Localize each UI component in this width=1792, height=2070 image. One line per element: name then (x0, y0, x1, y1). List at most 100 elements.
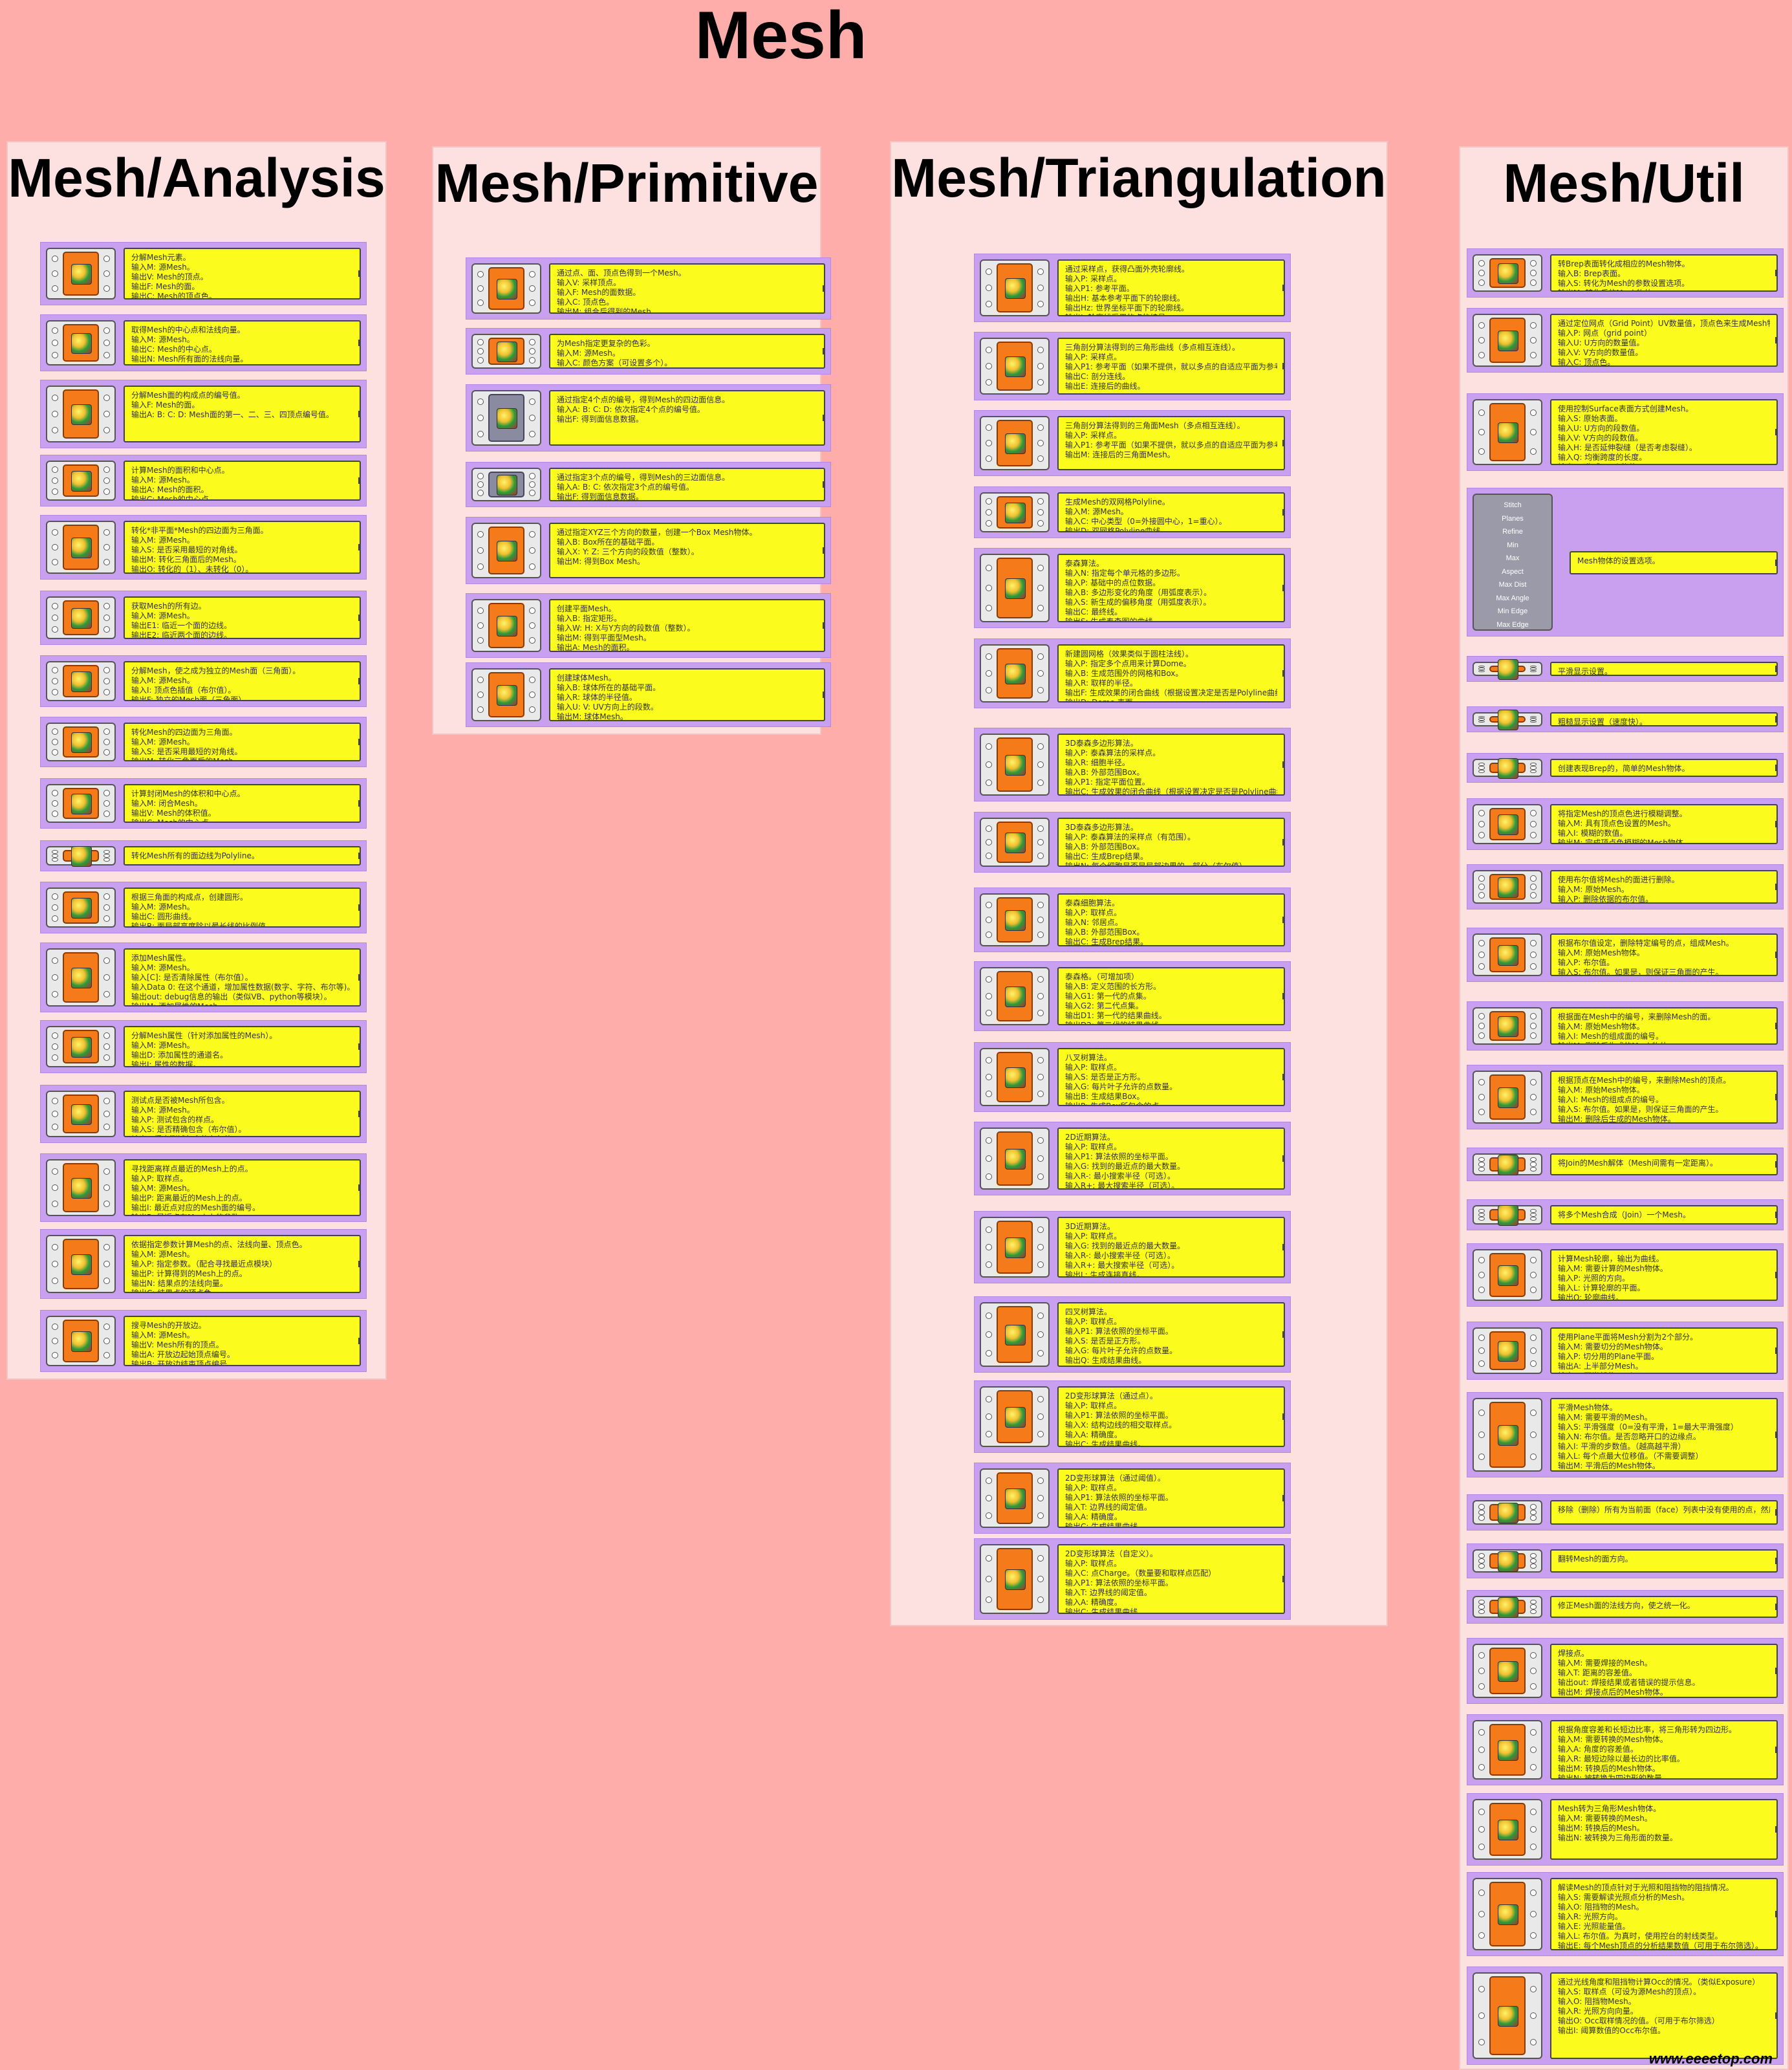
port-grip[interactable] (1037, 362, 1044, 369)
port-grip[interactable] (52, 477, 58, 484)
port-grip[interactable] (477, 300, 484, 306)
port-grip[interactable] (52, 256, 58, 263)
port-grip[interactable] (1530, 1844, 1537, 1851)
port-grip[interactable] (52, 1054, 58, 1062)
port-grip[interactable] (477, 285, 484, 292)
port-grip[interactable] (1530, 2038, 1537, 2045)
right-port-grips[interactable] (100, 464, 113, 497)
grasshopper-component[interactable] (46, 521, 116, 574)
grasshopper-component[interactable] (1473, 1007, 1542, 1045)
port-grip[interactable] (1037, 1243, 1044, 1250)
grasshopper-component[interactable] (980, 1386, 1050, 1447)
left-port-grips[interactable] (982, 1306, 995, 1363)
port-grip[interactable] (986, 1243, 992, 1250)
port-grip[interactable] (1530, 1563, 1537, 1569)
right-port-grips[interactable] (526, 267, 539, 310)
grasshopper-component[interactable] (1473, 758, 1542, 779)
port-grip[interactable] (103, 1098, 110, 1104)
right-port-grips[interactable] (1527, 1253, 1540, 1297)
port-grip[interactable] (103, 1184, 110, 1191)
port-grip[interactable] (529, 271, 535, 278)
port-grip[interactable] (1478, 1746, 1485, 1753)
port-grip[interactable] (986, 1137, 992, 1144)
port-grip[interactable] (1530, 883, 1537, 890)
port-grip[interactable] (52, 749, 58, 756)
port-grip[interactable] (103, 466, 110, 474)
right-port-grips[interactable] (1527, 937, 1540, 972)
port-grip[interactable] (1478, 831, 1485, 838)
port-grip[interactable] (52, 739, 58, 745)
grasshopper-component[interactable] (980, 893, 1050, 946)
port-grip[interactable] (477, 430, 484, 437)
port-grip[interactable] (1530, 1504, 1537, 1510)
right-port-grips[interactable] (1034, 822, 1047, 863)
port-grip[interactable] (477, 706, 484, 714)
port-grip[interactable] (52, 1098, 58, 1104)
port-grip[interactable] (52, 1032, 58, 1039)
right-port-grips[interactable] (1034, 496, 1047, 528)
right-port-grips[interactable] (100, 389, 113, 439)
port-grip[interactable] (1530, 1166, 1537, 1171)
right-port-grips[interactable] (1034, 342, 1047, 391)
port-grip[interactable] (1530, 1932, 1537, 1939)
port-grip[interactable] (103, 974, 110, 981)
port-grip[interactable] (1478, 1509, 1485, 1516)
right-port-grips[interactable] (1527, 1882, 1540, 1946)
left-port-grips[interactable] (49, 665, 61, 697)
port-grip[interactable] (52, 957, 58, 964)
port-grip[interactable] (1478, 820, 1485, 827)
port-grip[interactable] (52, 991, 58, 997)
port-grip[interactable] (986, 1431, 992, 1438)
right-port-grips[interactable] (1527, 1074, 1540, 1120)
grasshopper-component[interactable] (46, 888, 116, 928)
port-grip[interactable] (1037, 1173, 1044, 1180)
port-grip[interactable] (1037, 1074, 1044, 1080)
left-port-grips[interactable] (49, 464, 61, 497)
left-port-grips[interactable] (49, 389, 61, 439)
port-grip[interactable] (103, 739, 110, 745)
port-grip[interactable] (477, 531, 484, 538)
left-port-grips[interactable] (49, 324, 61, 362)
port-grip[interactable] (1530, 766, 1537, 770)
port-grip[interactable] (1478, 352, 1485, 359)
port-grip[interactable] (1478, 963, 1485, 970)
port-grip[interactable] (1478, 409, 1485, 416)
port-grip[interactable] (1478, 1763, 1485, 1770)
grasshopper-component[interactable] (1473, 933, 1542, 976)
right-port-grips[interactable] (1527, 1011, 1540, 1041)
port-grip[interactable] (1478, 769, 1485, 773)
port-grip[interactable] (1530, 670, 1537, 672)
port-grip[interactable] (529, 430, 535, 437)
port-grip[interactable] (1478, 940, 1485, 946)
port-grip[interactable] (1478, 1454, 1485, 1460)
grasshopper-component[interactable] (1473, 870, 1542, 904)
port-grip[interactable] (103, 1168, 110, 1175)
right-port-grips[interactable] (1034, 263, 1047, 312)
left-port-grips[interactable] (982, 263, 995, 312)
port-grip[interactable] (52, 559, 58, 566)
right-port-grips[interactable] (1527, 808, 1540, 840)
right-port-grips[interactable] (100, 850, 113, 862)
port-grip[interactable] (103, 800, 110, 807)
left-port-grips[interactable] (1475, 1648, 1488, 1694)
port-grip[interactable] (1478, 1157, 1485, 1162)
port-grip[interactable] (1530, 1109, 1537, 1116)
grasshopper-component[interactable] (980, 644, 1050, 703)
grasshopper-component[interactable] (46, 784, 116, 823)
grasshopper-component[interactable] (1473, 1071, 1542, 1124)
port-grip[interactable] (1037, 1057, 1044, 1063)
port-grip[interactable] (1037, 1596, 1044, 1603)
port-grip[interactable] (1530, 1410, 1537, 1416)
port-grip[interactable] (986, 670, 992, 677)
port-grip[interactable] (529, 547, 535, 554)
left-port-grips[interactable] (49, 1239, 61, 1289)
port-grip[interactable] (986, 1494, 992, 1501)
right-port-grips[interactable] (1527, 1209, 1540, 1221)
left-port-grips[interactable] (982, 1131, 995, 1186)
port-grip[interactable] (1478, 269, 1485, 276)
grasshopper-component[interactable] (46, 723, 116, 761)
port-grip[interactable] (1037, 379, 1044, 386)
port-grip[interactable] (103, 915, 110, 922)
left-port-grips[interactable] (982, 1548, 995, 1610)
right-port-grips[interactable] (1034, 897, 1047, 942)
